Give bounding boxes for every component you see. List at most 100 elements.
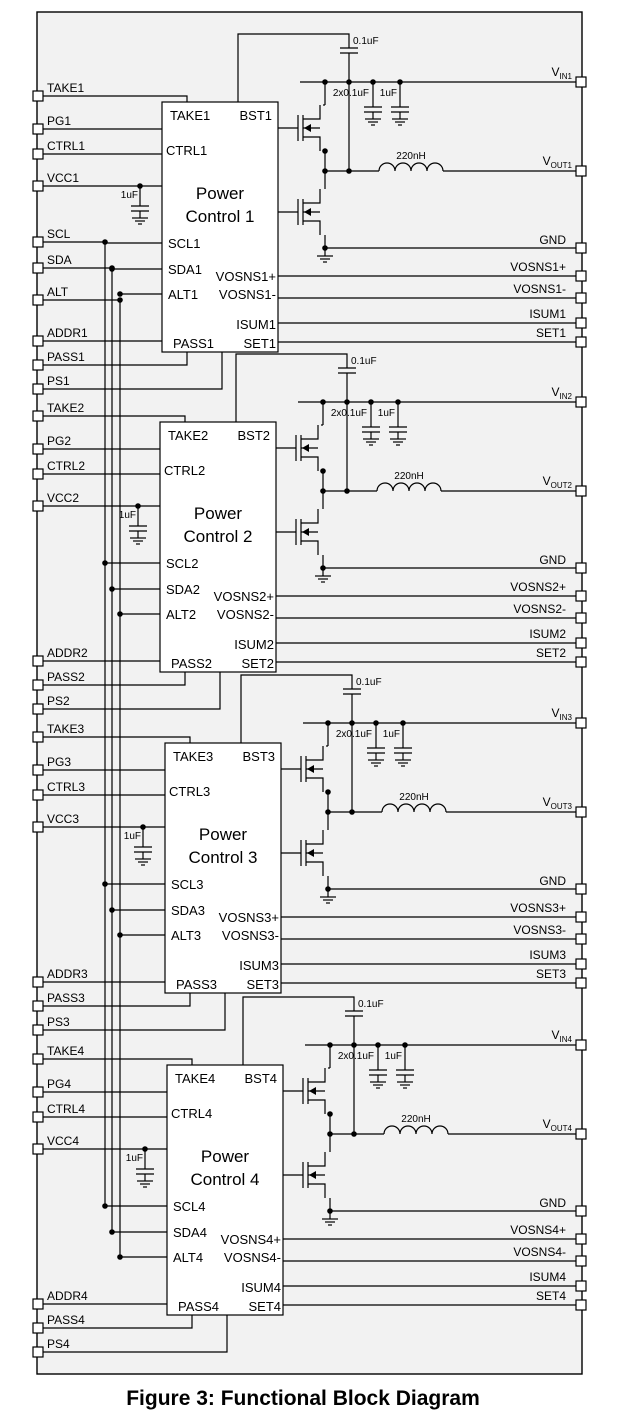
pin-box-icon — [32, 1346, 44, 1358]
pin-box-icon — [32, 1024, 44, 1036]
vosns-plus-label: VOSNS3+ — [510, 901, 566, 915]
mosfet-icon — [300, 746, 324, 792]
wire-take — [43, 95, 188, 102]
mosfet-drain — [303, 189, 321, 204]
pin-label-vosns-minus: VOSNS1- — [219, 287, 276, 302]
pin-label-ctrl: CTRL4 — [47, 1102, 85, 1116]
vosns-minus-label: VOSNS2- — [513, 602, 566, 616]
wire-take — [43, 1058, 193, 1065]
vcc-cap-value: 1uF — [124, 831, 141, 842]
mosfet-source — [303, 136, 321, 151]
pin-box-icon — [575, 1255, 587, 1267]
pin-box-icon — [32, 703, 44, 715]
input-cap-value: 1uF — [378, 408, 395, 419]
inductor-icon — [383, 1125, 449, 1135]
set-label: SET1 — [536, 326, 566, 340]
pin-label-take: TAKE2 — [47, 401, 84, 415]
pin-box-icon — [575, 1280, 587, 1292]
wire-ps — [43, 672, 221, 710]
pin-label-scl: SCL4 — [173, 1199, 206, 1214]
mosfet-drain — [301, 509, 319, 524]
mosfet-icon — [297, 105, 321, 151]
pin-label-ctrl: CTRL4 — [171, 1106, 212, 1121]
boot-cap-value: 0.1uF — [353, 36, 379, 47]
inductor-value: 220nH — [396, 151, 425, 162]
pin-label-sda: SDA1 — [168, 262, 202, 277]
vin-label: VIN1 — [552, 65, 573, 81]
pin-label-take: TAKE4 — [175, 1071, 215, 1086]
pin-label-isum: ISUM1 — [236, 317, 276, 332]
junction-dot-icon — [322, 148, 328, 154]
inductor-value: 220nH — [394, 471, 423, 482]
ground-icon — [392, 118, 408, 126]
pin-label-vosns-minus: VOSNS3- — [222, 928, 279, 943]
mosfet-drain — [306, 830, 324, 845]
block-title: Power — [201, 1147, 250, 1166]
block-title: Control 1 — [186, 207, 255, 226]
pin-box-icon — [32, 731, 44, 743]
pin-box-icon — [32, 500, 44, 512]
mosfet-source — [301, 456, 319, 471]
pin-label-scl: SCL3 — [171, 877, 204, 892]
power-control-block — [161, 101, 279, 353]
pin-box-icon — [32, 655, 44, 667]
pin-box-icon — [575, 1299, 587, 1311]
block-title: Power — [199, 825, 248, 844]
wire-ps — [43, 1315, 228, 1353]
pin-label-sda: SDA4 — [173, 1225, 207, 1240]
boot-cap-value: 0.1uF — [356, 677, 382, 688]
pin-box-icon — [575, 336, 587, 348]
isum-label: ISUM1 — [529, 307, 566, 321]
pin-label-ctrl: CTRL2 — [164, 463, 205, 478]
mosfet-source — [306, 777, 324, 792]
vosns-minus-label: VOSNS4- — [513, 1245, 566, 1259]
wire-pass — [43, 993, 191, 1007]
ground-icon — [137, 1180, 153, 1188]
set-label: SET3 — [536, 967, 566, 981]
pin-box-icon — [32, 468, 44, 480]
pin-box-icon — [32, 789, 44, 801]
pin-label-set: SET2 — [241, 656, 274, 671]
mosfet-arrow — [309, 1171, 316, 1179]
ground-icon — [130, 537, 146, 545]
pin-box-icon — [32, 764, 44, 776]
pin-label-vcc: VCC2 — [47, 491, 79, 505]
ground-icon — [320, 896, 336, 904]
pin-box-icon — [32, 1053, 44, 1065]
vin-label: VIN4 — [552, 1028, 573, 1044]
ground-icon — [395, 759, 411, 767]
pin-box-icon — [575, 1233, 587, 1245]
pin-label-take: TAKE4 — [47, 1044, 84, 1058]
ground-icon — [317, 255, 333, 263]
pin-box-icon — [32, 262, 44, 274]
wire-bst — [235, 353, 348, 422]
pin-label-bst: BST3 — [242, 749, 275, 764]
pin-label-vosns-minus: VOSNS2- — [217, 607, 274, 622]
pin-box-icon — [575, 270, 587, 282]
inductor-value: 220nH — [401, 1114, 430, 1125]
pin-label-addr: ADDR3 — [47, 967, 88, 981]
vin-label: VIN3 — [552, 706, 573, 722]
mosfet-icon — [302, 1152, 326, 1198]
mosfet-drain — [308, 1152, 326, 1167]
input-cap-value: 1uF — [383, 729, 400, 740]
pin-label-bst: BST4 — [244, 1071, 277, 1086]
vosns-minus-label: VOSNS1- — [513, 282, 566, 296]
ground-icon — [368, 759, 384, 767]
mosfet-arrow — [304, 124, 311, 132]
pin-label-set: SET3 — [246, 977, 279, 992]
boot-cap-value: 0.1uF — [351, 356, 377, 367]
pin-box-icon — [575, 317, 587, 329]
wire-take — [43, 736, 191, 743]
inductor-icon — [381, 803, 447, 813]
pin-box-icon — [575, 562, 587, 574]
mosfet-source — [308, 1099, 326, 1114]
pin-label-pass: PASS1 — [47, 350, 85, 364]
pin-label-scl: SCL1 — [168, 236, 201, 251]
pin-box-icon — [575, 396, 587, 408]
pin-label-ctrl: CTRL1 — [166, 143, 207, 158]
pin-box-icon — [32, 976, 44, 988]
pin-box-icon — [575, 717, 587, 729]
mosfet-arrow — [304, 208, 311, 216]
